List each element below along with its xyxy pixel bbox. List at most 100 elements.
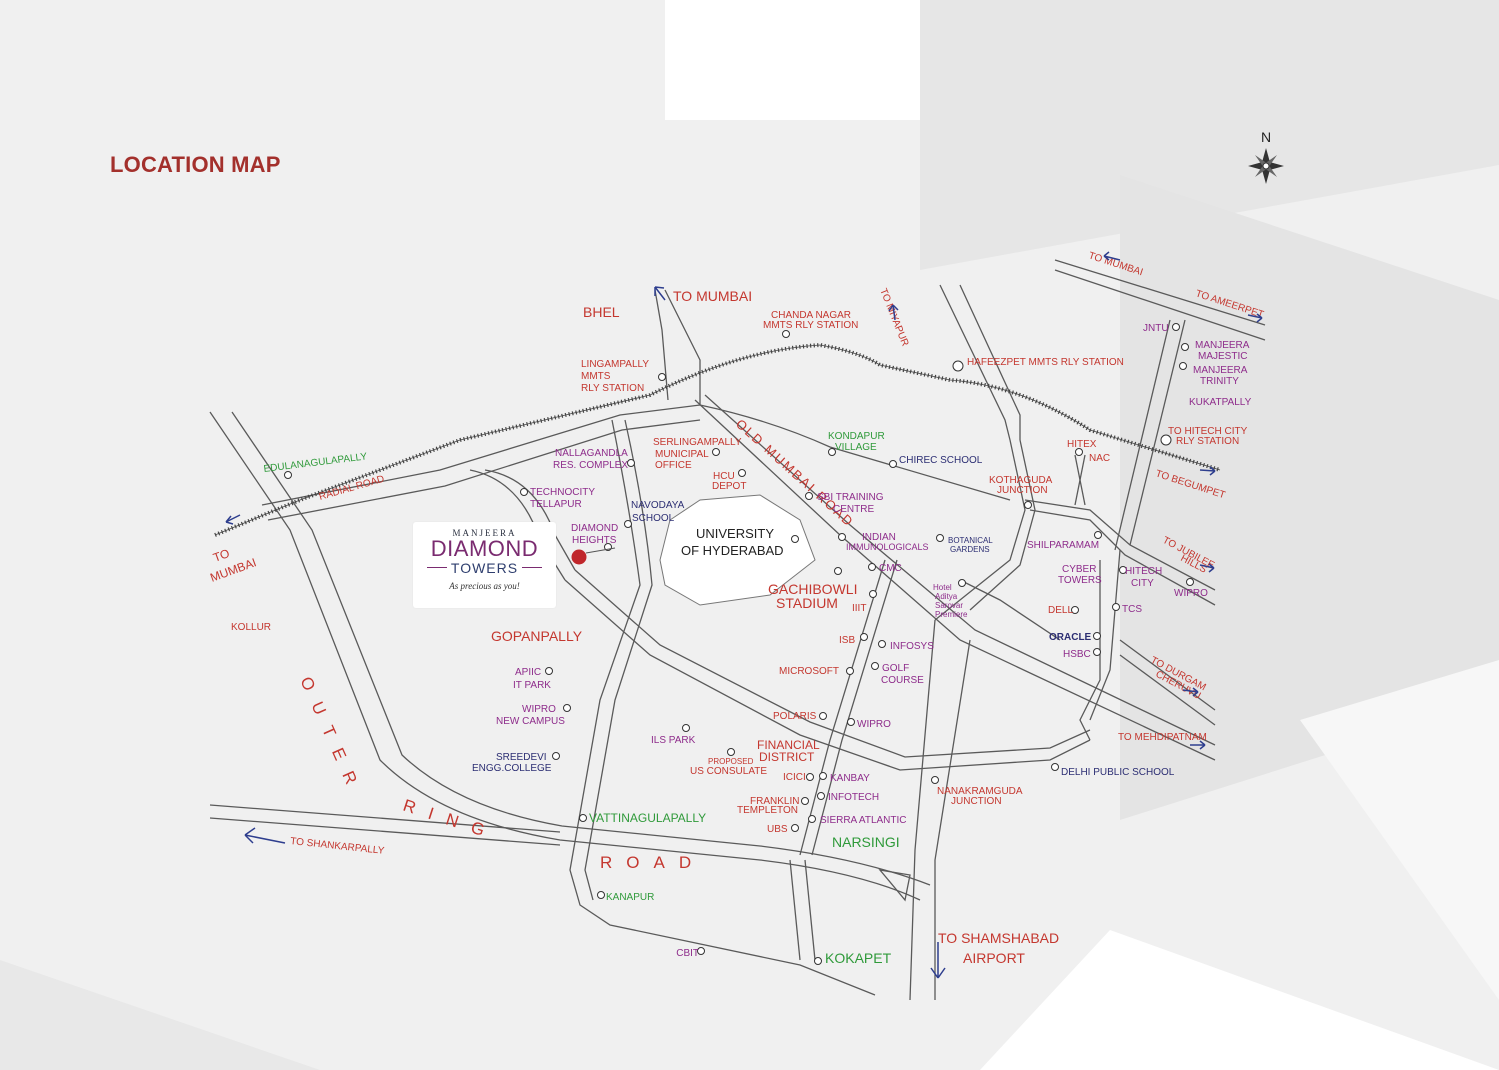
label-iiit: IIIT	[852, 603, 866, 614]
label-hsbc: HSBC	[1063, 649, 1091, 660]
label-botanical-2: GARDENS	[950, 545, 990, 554]
project-logo: MANJEERA DIAMOND TOWERS As precious as y…	[413, 522, 556, 608]
label-serlingampally-1: SERLINGAMPALLY	[653, 437, 742, 448]
arrow-to-mumbai-west-icon	[225, 514, 241, 525]
logo-name-big: DIAMOND	[430, 536, 539, 561]
label-wipro-new-1: WIPRO	[522, 704, 556, 715]
label-diamond-heights-1: DIAMOND	[571, 523, 618, 534]
label-sreedevi-1: SREEDEVI	[496, 752, 547, 763]
label-vattinagulapally: VATTINAGULAPALLY	[589, 811, 706, 825]
label-kanbay: KANBAY	[830, 773, 870, 784]
label-chirec: CHIREC SCHOOL	[899, 455, 983, 466]
arrow-to-ameerpet-icon	[1247, 313, 1263, 323]
compass-north-label: N	[1261, 129, 1271, 145]
label-manjeera-majestic-2: MAJESTIC	[1198, 351, 1247, 362]
label-franklin-2: TEMPLETON	[737, 805, 798, 816]
label-cyber-towers-2: TOWERS	[1058, 575, 1102, 586]
label-ubs: UBS	[767, 824, 788, 835]
label-navodaya-2: SCHOOL	[632, 513, 675, 524]
label-cyber-towers-1: CYBER	[1062, 564, 1096, 575]
label-microsoft: MICROSOFT	[779, 666, 839, 677]
label-financial-2: DISTRICT	[759, 750, 815, 764]
label-cmc: CMC	[879, 563, 902, 574]
label-wipro-mid: WIPRO	[857, 719, 891, 730]
label-jntu: JNTU	[1143, 323, 1169, 334]
label-bhel: BHEL	[583, 304, 620, 320]
label-nanakramguda-1: NANAKRAMGUDA	[937, 786, 1023, 797]
label-delhi-public-school: DELHI PUBLIC SCHOOL	[1061, 767, 1175, 778]
label-hitech-city-2: CITY	[1131, 578, 1154, 589]
label-hafeezpet: HAFEEZPET MMTS RLY STATION	[967, 357, 1124, 368]
label-technocity-2: TELLAPUR	[530, 499, 582, 510]
label-to-shamshabad-1: TO SHAMSHABAD	[938, 930, 1059, 946]
label-nallagandla-1: NALLAGANDLA	[555, 448, 628, 459]
label-wipro-ne: WIPRO	[1174, 588, 1208, 599]
label-diamond-heights-2: HEIGHTS	[572, 535, 617, 546]
map-labels: BHEL TO MUMBAI LINGAMPALLY MMTS RLY STAT…	[231, 288, 1252, 966]
label-narsingi: NARSINGI	[832, 834, 900, 850]
label-sreedevi-2: ENGG.COLLEGE	[472, 763, 552, 774]
label-hotel-3: Sarovar	[935, 601, 963, 610]
label-sbi-1: SBI TRAINING	[817, 492, 884, 503]
compass-icon: N	[1248, 129, 1284, 184]
label-proposed-2: US CONSULATE	[690, 766, 767, 777]
roads	[209, 259, 1266, 1001]
location-markers	[284, 323, 1194, 965]
label-manjeera-trinity-1: MANJEERA	[1193, 365, 1248, 376]
label-dell: DELL	[1048, 605, 1073, 616]
label-to-mumbai-top: TO MUMBAI	[673, 288, 752, 304]
label-mmts: MMTS	[581, 371, 611, 382]
label-hcu-2: DEPOT	[712, 481, 746, 492]
label-kondapur-2: VILLAGE	[835, 442, 877, 453]
label-hitex: HITEX	[1067, 439, 1097, 450]
radial-road-label: RADIAL ROAD	[318, 474, 386, 503]
label-gachibowli-2: STADIUM	[776, 595, 838, 611]
direction-arrows	[225, 251, 1263, 979]
label-hitech-rly-2: RLY STATION	[1176, 436, 1239, 447]
label-nanakramguda-2: JUNCTION	[951, 796, 1002, 807]
label-tcs: TCS	[1122, 604, 1142, 615]
label-hitech-rly-1: TO HITECH CITY	[1168, 426, 1248, 437]
to-shankarpally-label: TO SHANKARPALLY	[290, 836, 385, 857]
railway-line	[214, 342, 1221, 537]
label-kothaguda-1: KOTHAGUDA	[989, 475, 1053, 486]
label-gopanpally: GOPANPALLY	[491, 628, 583, 644]
label-nac: NAC	[1089, 453, 1110, 464]
label-infosys: INFOSYS	[890, 641, 934, 652]
arrow-to-mumbai-icon	[654, 286, 666, 301]
label-polaris: POLARIS	[773, 711, 817, 722]
arrow-to-mehdipatnam-icon	[1190, 740, 1206, 750]
label-hotel-4: Premiere	[935, 610, 968, 619]
label-golf-1: GOLF	[882, 663, 909, 674]
label-golf-2: COURSE	[881, 675, 924, 686]
label-serlingampally-2: MUNICIPAL	[655, 449, 709, 460]
label-wipro-new-2: NEW CAMPUS	[496, 716, 565, 727]
label-shilparamam: SHILPARAMAM	[1027, 540, 1099, 551]
label-kanapur: KANAPUR	[606, 892, 654, 903]
page-title: LOCATION MAP	[110, 152, 281, 177]
label-sbi-2: CENTRE	[833, 504, 874, 515]
logo-name-mid: TOWERS	[450, 560, 519, 576]
label-university-2: OF HYDERABAD	[681, 543, 784, 558]
label-hcu-1: HCU	[713, 471, 735, 482]
outer-label: OUTER	[296, 674, 366, 800]
label-oracle: ORACLE	[1049, 632, 1092, 643]
label-proposed-1: PROPOSED	[708, 757, 754, 766]
label-icici: ICICI	[783, 772, 806, 783]
logo-rule-left	[427, 567, 447, 568]
arrow-to-durgam-icon	[1182, 687, 1199, 697]
label-indian-2: IMMUNOLOGICALS	[846, 542, 929, 552]
label-isb: ISB	[839, 635, 855, 646]
label-manjeera-trinity-2: TRINITY	[1200, 376, 1239, 387]
label-hotel-1: Hotel	[933, 583, 952, 592]
arrow-to-jubilee-icon	[1199, 563, 1215, 573]
label-university-1: UNIVERSITY	[696, 526, 774, 541]
to-mumbai-west-label-1: TO	[211, 546, 231, 565]
label-cbit: CBIT	[676, 948, 699, 959]
logo-rule-right	[522, 567, 542, 568]
label-edulanagulapally: EDULANAGULAPALLY	[263, 451, 368, 475]
label-to-mehdipatnam: TO MEHDIPATNAM	[1118, 732, 1207, 743]
label-chanda-nagar-2: MMTS RLY STATION	[763, 320, 858, 331]
label-rly-station: RLY STATION	[581, 383, 644, 394]
